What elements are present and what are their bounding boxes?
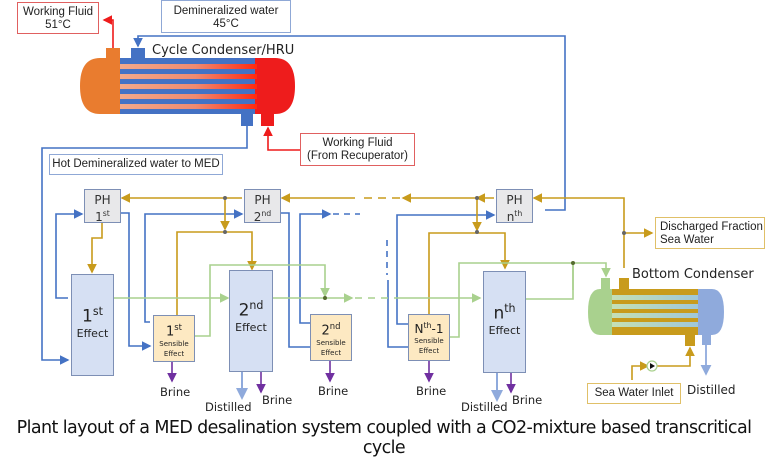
effect-word: Effect	[76, 326, 109, 340]
effect-2: 2nd Effect	[229, 270, 273, 372]
num: 2	[238, 300, 250, 321]
seawater-pump-to-condenser	[657, 346, 695, 367]
sensible-word: Sensible	[414, 337, 444, 345]
preheater-n: PH nth	[496, 189, 533, 224]
preheater-2: PH 2nd	[244, 189, 281, 224]
brine-label-sens-nm1: Brine	[416, 384, 447, 398]
sensible-effect-n-minus-1: Nth-1 Sensible Effect	[408, 314, 450, 361]
label-line: (From Recuperator)	[307, 150, 408, 163]
suffix: -1	[431, 322, 444, 336]
seawater-to-effect2	[176, 231, 257, 316]
preheater-number: 1st	[85, 207, 120, 224]
sensible-effect-1: 1st Sensible Effect	[153, 315, 195, 362]
sup: th	[423, 321, 432, 330]
hot-demin-water-line	[41, 126, 248, 365]
vapor-sens1-line	[195, 264, 330, 337]
sup: nd	[261, 209, 272, 218]
sup: st	[102, 209, 110, 218]
effect-n: nth Effect	[483, 271, 526, 373]
num: 1	[95, 210, 103, 224]
demin-nm1-sens-line	[387, 280, 408, 348]
preheater-number: nth	[497, 207, 532, 224]
bottom-condenser-label: Bottom Condenser	[632, 267, 754, 282]
label-line: 51°C	[45, 19, 71, 32]
effect-word: Effect	[235, 320, 267, 334]
seawater-to-effect-n	[428, 232, 510, 315]
sup: st	[174, 322, 182, 332]
preheater-label: PH	[94, 193, 111, 207]
sensible-number: 2nd	[311, 319, 351, 338]
num: N	[414, 322, 424, 336]
bottom-condenser	[588, 278, 724, 346]
sup: nd	[249, 299, 264, 312]
sup: st	[92, 305, 103, 318]
num: 1	[166, 324, 175, 340]
brine-label-sens1: Brine	[160, 385, 191, 399]
sensible-number: Nth-1	[409, 319, 449, 336]
preheater-label: PH	[506, 193, 523, 207]
label-line: 45°C	[213, 18, 239, 31]
num: 2	[321, 323, 330, 339]
sensible-word: Sensible	[159, 340, 189, 349]
working-fluid-out-line	[102, 15, 114, 48]
distilled-label-effect2: Distilled	[205, 400, 252, 414]
sup: th	[514, 209, 523, 218]
distilled-label-effect-n: Distilled	[461, 400, 508, 414]
effect-number: 2nd	[230, 299, 272, 321]
figure-caption: Plant layout of a MED desalination syste…	[16, 418, 752, 458]
label-line: Working Fluid	[322, 137, 393, 149]
sea-water-inlet-label: Sea Water Inlet	[587, 383, 681, 404]
preheater-1: PH 1st	[84, 189, 121, 224]
seawater-inlet-line	[631, 361, 650, 380]
label-line: Sea Water	[660, 234, 714, 247]
sensible-number: 1st	[154, 320, 194, 339]
preheater-label: PH	[254, 193, 271, 207]
demin-water-return-line	[133, 35, 566, 211]
working-fluid-in-label: Working Fluid (From Recuperator)	[300, 133, 415, 166]
sup: th	[504, 302, 516, 315]
sensible-word: Effect	[163, 350, 185, 359]
demin-nm1-to-phn	[396, 210, 496, 325]
cycle-condenser-label: Cycle Condenser/HRU	[152, 43, 295, 58]
distilled-label-bottom-condenser: Distilled	[687, 383, 736, 397]
sensible-word: Sensible	[316, 339, 346, 348]
hot-demin-water-label: Hot Demineralized water to MED	[49, 154, 223, 175]
preheater-number: 2nd	[245, 207, 280, 224]
num: n	[506, 210, 515, 224]
num: 1	[82, 306, 93, 327]
effect-word: Effect	[488, 323, 521, 337]
demin-ph2-out-line	[280, 212, 310, 348]
num: n	[493, 303, 505, 324]
sensible-effect-2: 2nd Sensible Effect	[310, 314, 352, 361]
discharged-fraction-label: Discharged Fraction Sea Water	[655, 217, 765, 249]
brine-label-effect2: Brine	[262, 393, 293, 407]
num: 2	[253, 210, 262, 224]
pump-icon	[646, 360, 658, 372]
effect-number: 1st	[72, 305, 113, 327]
demin-1st-sens-to-ph2	[144, 209, 244, 323]
working-fluid-out-label: Working Fluid 51°C	[17, 2, 99, 34]
cycle-condenser	[80, 48, 295, 126]
seawater-ph1-to-effect1	[87, 222, 103, 274]
demin-ph1-line	[55, 209, 84, 299]
demin-water-in-label: Demineralized water 45°C	[161, 0, 291, 33]
effect-number: nth	[484, 302, 525, 324]
label-line: Demineralized water	[173, 5, 279, 17]
demin-ph1-out-line	[120, 212, 152, 351]
sup: nd	[329, 321, 341, 331]
demin-2nd-sens-line	[299, 209, 332, 324]
label-line: Working Fluid	[22, 6, 94, 18]
brine-label-effect-n: Brine	[512, 393, 543, 407]
brine-label-sens2: Brine	[318, 384, 349, 398]
label-line: Discharged Fraction	[660, 221, 763, 233]
sensible-word: Effect	[320, 349, 342, 358]
working-fluid-in-line	[263, 126, 300, 151]
seawater-main-line	[532, 193, 625, 268]
effect-1: 1st Effect	[71, 274, 114, 376]
sensible-word: Effect	[418, 347, 440, 355]
